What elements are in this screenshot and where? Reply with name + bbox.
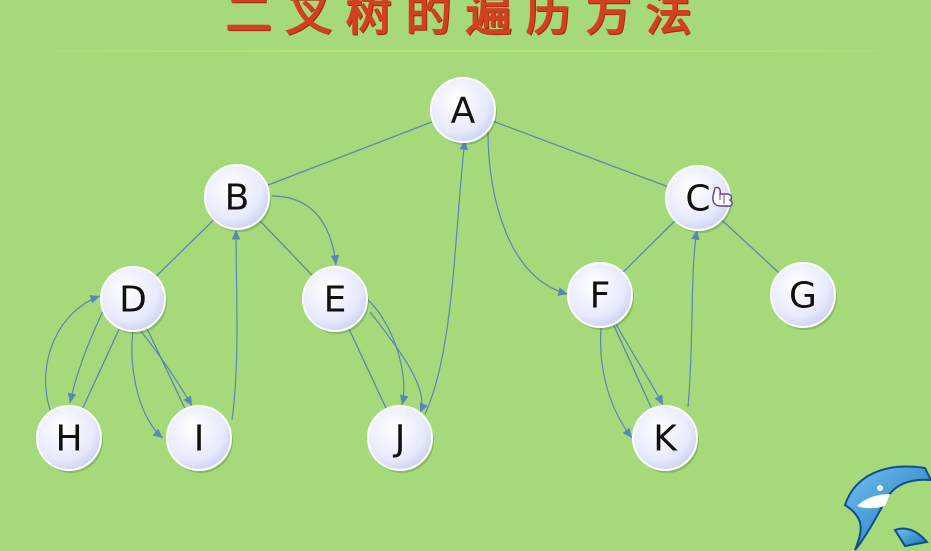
node-J: J (367, 405, 434, 473)
traversal-arrow-D-I (139, 329, 193, 407)
node-C: C (665, 165, 732, 233)
node-G: G (770, 262, 837, 330)
traversal-arrow-A-F (487, 131, 569, 296)
node-B: B (204, 164, 271, 232)
edge-C-F (622, 220, 676, 273)
node-circle (430, 77, 496, 143)
node-label: E (324, 280, 347, 321)
node-label: J (393, 419, 406, 460)
traversal-arrow-D-I (131, 330, 164, 439)
edge-B-E (258, 219, 314, 277)
edge-C-G (721, 219, 780, 274)
traversal-arrow-H-D (45, 295, 101, 411)
edge-A-C (492, 120, 669, 188)
node-circle (770, 262, 836, 328)
node-circle (100, 266, 166, 332)
traversal-arrow-F-K (615, 323, 664, 406)
edge-F-K (612, 323, 653, 410)
node-circle (36, 405, 102, 471)
node-label: H (55, 419, 82, 460)
title-divider (0, 50, 931, 52)
traversal-arrow-F-K (599, 326, 633, 439)
edge-E-J (347, 327, 388, 410)
traversal-arrow-K-C (687, 229, 700, 408)
node-A: A (430, 77, 497, 145)
node-H: H (36, 405, 103, 473)
tree-nodes: A B C D E F G H I J K (36, 77, 837, 473)
node-F: F (567, 262, 634, 330)
traversal-arrow-E-J (369, 311, 428, 414)
node-label: I (194, 419, 205, 460)
node-D: D (100, 266, 167, 334)
node-label: C (685, 179, 710, 220)
slide-title: 二叉树的遍历方法 (225, 0, 706, 41)
node-label: D (119, 280, 147, 321)
traversal-arrow-B-E (271, 195, 340, 266)
tree-edges (81, 120, 780, 410)
node-circle (302, 266, 368, 332)
traversal-arrow-D-H (67, 299, 109, 404)
traversal-arrow-I-B (231, 229, 241, 421)
node-K: K (632, 405, 699, 473)
node-circle (632, 405, 698, 471)
edge-B-D (155, 218, 215, 278)
edge-A-B (266, 120, 434, 187)
node-label: F (590, 276, 611, 317)
node-I: I (166, 405, 233, 473)
traversal-arrow-J-A (424, 139, 469, 415)
node-E: E (302, 266, 369, 334)
edge-D-H (81, 327, 121, 410)
node-label: G (789, 276, 817, 317)
pointer-hand-icon (712, 186, 733, 207)
node-circle (567, 262, 633, 328)
node-label: K (653, 419, 678, 460)
node-circle (166, 405, 232, 471)
node-circle (204, 164, 270, 230)
edge-D-I (146, 327, 186, 410)
node-label: A (451, 91, 476, 132)
node-label: B (225, 178, 250, 219)
shark-logo-icon (843, 465, 931, 551)
node-circle (367, 405, 433, 471)
